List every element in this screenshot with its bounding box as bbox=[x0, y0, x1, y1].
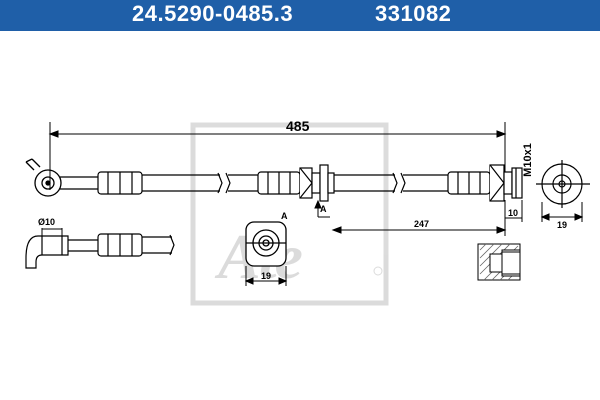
section-marker-label: A bbox=[320, 204, 327, 214]
ate-watermark: Ate bbox=[190, 122, 389, 306]
banjo-fitting bbox=[25, 158, 98, 197]
reference-number: 331082 bbox=[375, 1, 452, 26]
thread-size-label: M10x1 bbox=[522, 143, 534, 177]
title-bar: 24.5290-0485.3 331082 bbox=[0, 0, 600, 31]
crimp-sleeve-middle bbox=[257, 171, 301, 195]
dimension-bracket-distance-label: 247 bbox=[414, 219, 429, 229]
dimension-fitting-length bbox=[504, 200, 523, 222]
crimp-sleeve-right bbox=[447, 171, 491, 195]
pipe-diameter-label: Ø10 bbox=[38, 217, 55, 227]
pipe-diameter-dimension bbox=[41, 228, 63, 236]
port-section-detail bbox=[477, 243, 521, 281]
mid-bracket-fitting bbox=[299, 164, 335, 202]
crimp-sleeve-left bbox=[97, 171, 143, 195]
technical-drawing: Ate 485 bbox=[25, 118, 590, 306]
bent-pipe-detail bbox=[25, 233, 175, 269]
section-view-label: A bbox=[281, 211, 288, 221]
dimension-bracket-width-label: 19 bbox=[261, 271, 271, 281]
dimension-overall-label: 485 bbox=[286, 118, 310, 134]
dimension-bracket-width bbox=[244, 266, 288, 286]
dimension-bracket-distance bbox=[331, 222, 507, 236]
dimension-fitting-width bbox=[540, 202, 584, 222]
dimension-fitting-length-label: 10 bbox=[508, 208, 518, 218]
dimension-fitting-width-label: 19 bbox=[557, 220, 567, 230]
bracket-section-view bbox=[245, 221, 287, 267]
section-marker bbox=[314, 199, 330, 218]
fitting-end-view bbox=[536, 160, 590, 208]
hose-end-fitting bbox=[489, 164, 523, 202]
part-number: 24.5290-0485.3 bbox=[132, 1, 294, 26]
